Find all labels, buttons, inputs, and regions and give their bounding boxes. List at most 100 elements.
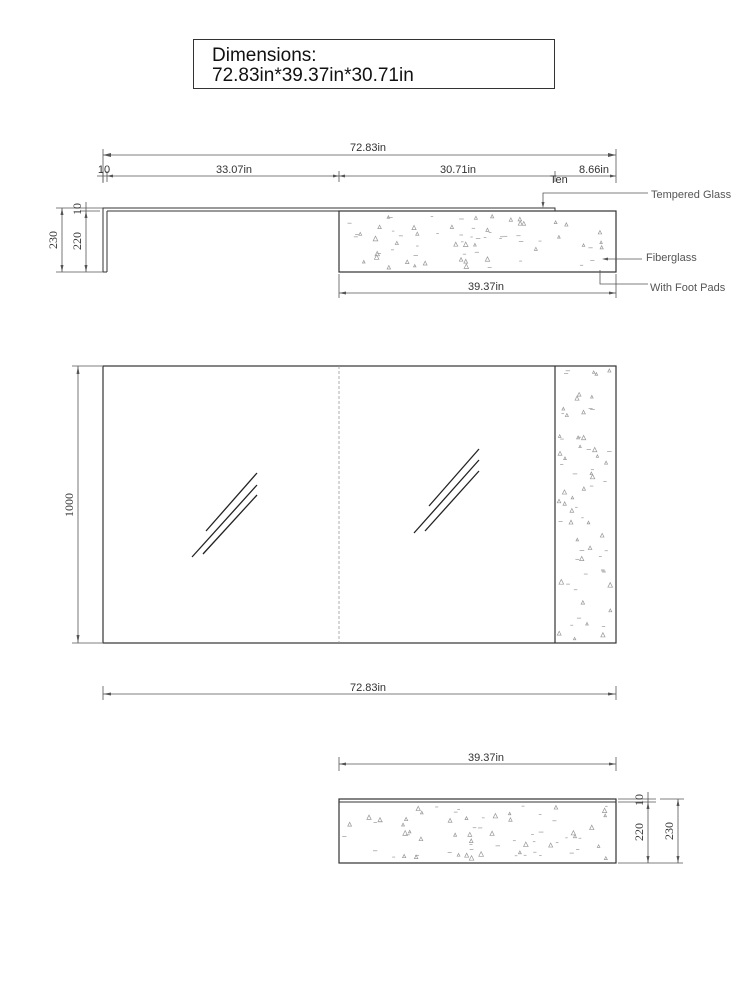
front-elevation: 72.83in 10 33.07in 30.71in 8.66in Ten <box>46 142 732 298</box>
speckle-mark <box>449 224 455 229</box>
speckle-mark <box>594 371 599 376</box>
speckle-mark <box>580 599 586 605</box>
speckle-mark <box>358 231 363 236</box>
speckle-mark <box>564 222 569 227</box>
speckle-mark <box>508 816 513 822</box>
title-line-2: 72.83in*39.37in*30.71in <box>212 65 414 86</box>
speckle-mark <box>489 830 495 836</box>
speckle-mark <box>373 253 380 260</box>
dim-seg-left-label: 33.07in <box>216 164 252 176</box>
speckle-mark <box>517 216 523 222</box>
speckle-mark <box>592 446 598 453</box>
plan-view: 1000 72.83in <box>62 365 617 700</box>
speckle-mark <box>411 224 417 230</box>
speckle-mark <box>600 631 606 638</box>
speckle-mark <box>490 213 495 219</box>
speckle-mark <box>591 370 596 374</box>
speckle-mark <box>372 235 379 242</box>
speckle-mark <box>484 256 491 262</box>
speckle-mark <box>572 833 578 839</box>
speckle-mark <box>401 822 406 827</box>
speckle-mark <box>533 246 538 251</box>
dim-heights-left <box>56 202 103 273</box>
title-box: Dimensions: 72.83in*39.37in*30.71in <box>193 39 555 89</box>
dim-base-width-label: 39.37in <box>468 281 504 293</box>
speckle-mark <box>585 621 589 626</box>
speckle-mark <box>603 855 608 861</box>
speckle-mark <box>603 813 608 818</box>
speckle-mark <box>596 843 601 848</box>
dim-height-total-label: 230 <box>46 231 60 249</box>
speckle-mark <box>604 460 609 465</box>
callout-leaders <box>542 192 648 285</box>
speckle-mark <box>556 498 562 504</box>
speckle-mark <box>581 409 586 415</box>
speckle-mark <box>464 852 470 858</box>
speckle-mark <box>517 850 522 855</box>
dim-plan-width <box>102 686 617 700</box>
speckle-mark <box>557 234 561 239</box>
speckle-mark <box>599 532 605 538</box>
callout-arrow-fiberglass <box>602 257 608 261</box>
speckle-mark <box>578 444 582 448</box>
speckle-mark <box>574 395 580 401</box>
speckle-mark <box>557 433 562 438</box>
title-line-1: Dimensions: <box>212 45 317 66</box>
plan-outline <box>102 365 617 644</box>
glass-reflection-left <box>191 472 258 558</box>
dim-segments <box>97 171 616 182</box>
dim-side-heights <box>618 792 684 864</box>
dim-side-width-label: 39.37in <box>468 752 504 764</box>
speckle-mark <box>404 259 410 264</box>
speckle-mark <box>568 519 574 525</box>
side-view: 39.37in 10 220 230 <box>338 752 684 864</box>
speckle-mark <box>556 630 562 636</box>
speckle-mark <box>403 816 409 822</box>
speckle-mark <box>589 824 595 830</box>
speckle-mark <box>462 241 469 247</box>
speckle-mark <box>561 406 566 411</box>
speckle-mark <box>507 811 512 816</box>
dim-seg-middle-label: 30.71in <box>440 164 476 176</box>
dim-seg-right-label: 8.66in <box>579 164 609 176</box>
speckle-mark <box>468 838 474 843</box>
dim-side-top-label: 10 <box>632 794 646 806</box>
speckle-mark <box>599 240 603 244</box>
speckle-mark <box>422 260 428 266</box>
dim-overall-top-label: 72.83in <box>350 142 386 154</box>
speckle-mark <box>447 817 453 823</box>
speckle-mark <box>522 841 529 847</box>
speckle-mark <box>521 220 527 226</box>
speckle-mark <box>589 394 594 399</box>
dim-overall-top <box>102 149 617 183</box>
speckle-mark <box>458 256 464 262</box>
callout-foot-pads: With Foot Pads <box>650 282 726 294</box>
speckle-mark <box>456 852 461 857</box>
speckle-mark <box>386 264 392 270</box>
speckle-mark <box>402 829 409 836</box>
speckle-mark <box>463 263 470 269</box>
speckle-mark <box>557 450 563 456</box>
speckle-mark <box>572 636 577 641</box>
speckle-mark <box>508 217 514 222</box>
speckle-mark <box>597 229 603 235</box>
callout-fiberglass: Fiberglass <box>646 252 697 264</box>
speckle-mark <box>558 578 565 585</box>
speckle-mark <box>413 854 419 859</box>
speckle-mark <box>589 473 596 480</box>
speckle-mark <box>401 853 407 859</box>
speckle-mark <box>415 231 420 236</box>
speckle-mark <box>562 501 567 506</box>
speckle-mark <box>366 814 372 820</box>
speckle-mark <box>407 829 412 834</box>
speckle-mark <box>553 220 558 224</box>
speckle-mark <box>517 220 523 226</box>
callout-arrow-glass <box>541 202 545 208</box>
speckle-mark <box>463 258 469 264</box>
dim-height-body-label: 220 <box>70 232 84 250</box>
speckle-mark <box>599 244 604 250</box>
speckle-mark <box>575 537 580 542</box>
speckle-mark <box>394 240 399 245</box>
side-base <box>338 798 617 864</box>
